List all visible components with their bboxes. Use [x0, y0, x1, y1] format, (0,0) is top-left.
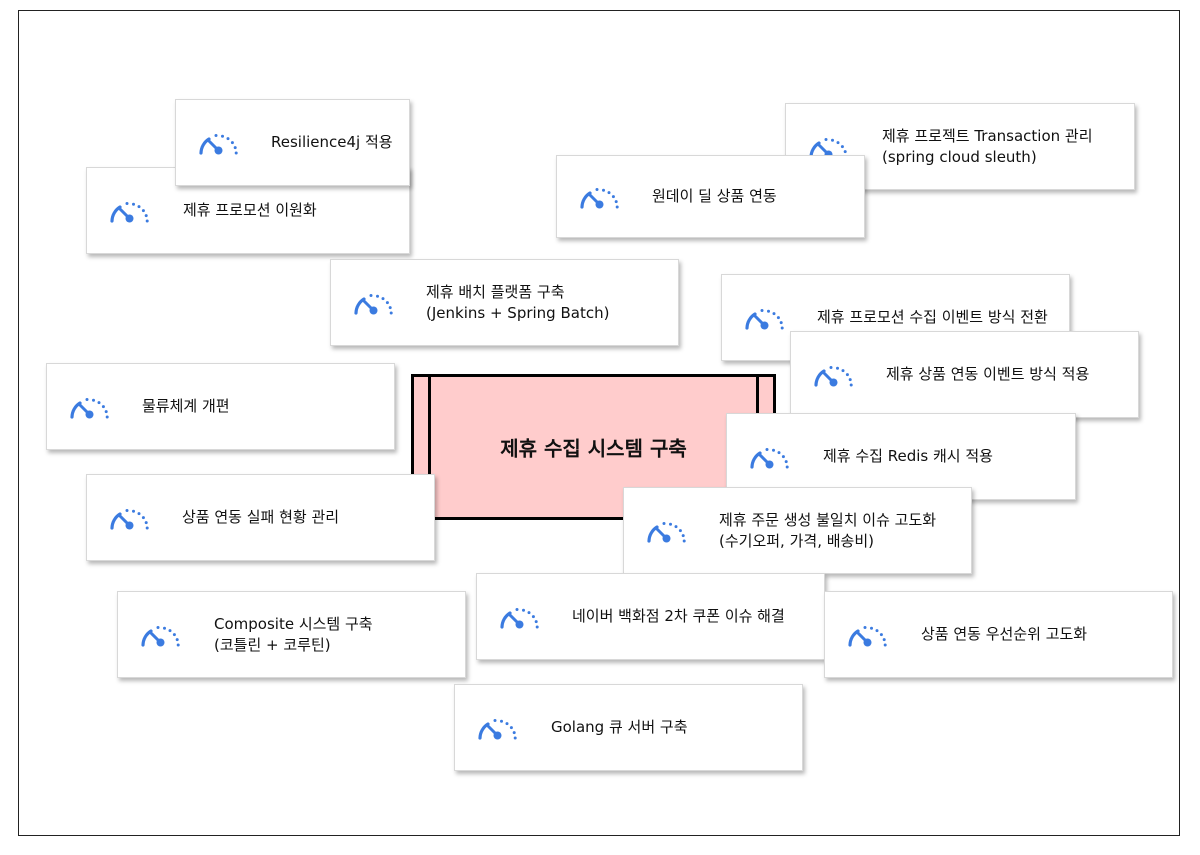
card-label: 상품 연동 실패 현황 관리: [182, 508, 340, 526]
speedometer-icon: [70, 397, 109, 419]
speedometer-icon: [750, 447, 789, 469]
card-product-event: 제휴 상품 연동 이벤트 방식 적용: [790, 331, 1139, 418]
card-label: 제휴 프로젝트 Transaction 관리 (spring cloud sle…: [882, 126, 1093, 166]
card-label: 제휴 프로모션 수집 이벤트 방식 전환: [817, 308, 1048, 326]
card-composite: Composite 시스템 구축 (코틀린 + 코루틴): [117, 591, 466, 678]
card-label: 상품 연동 우선순위 고도화: [921, 625, 1088, 643]
speedometer-icon: [141, 625, 180, 647]
speedometer-icon: [110, 508, 149, 530]
card-redis-cache: 제휴 수집 Redis 캐시 적용: [726, 413, 1076, 500]
card-label: 원데이 딜 상품 연동: [652, 187, 777, 205]
speedometer-icon: [500, 607, 539, 629]
card-resilience4j: Resilience4j 적용: [175, 99, 410, 186]
speedometer-icon: [647, 521, 686, 543]
box-inner-border-left: [428, 377, 431, 517]
card-naver-coupon: 네이버 백화점 2차 쿠폰 이슈 해결: [476, 573, 825, 660]
speedometer-icon: [745, 308, 784, 330]
speedometer-icon: [199, 133, 238, 155]
card-sync-failure: 상품 연동 실패 현황 관리: [86, 474, 435, 561]
card-label: Composite 시스템 구축 (코틀린 + 코루틴): [214, 614, 373, 654]
card-priority: 상품 연동 우선순위 고도화: [824, 591, 1173, 678]
speedometer-icon: [580, 187, 619, 209]
card-golang-queue: Golang 큐 서버 구축: [454, 684, 803, 771]
card-label: Resilience4j 적용: [271, 133, 393, 151]
card-label: 제휴 배치 플랫폼 구축 (Jenkins + Spring Batch): [426, 282, 610, 322]
card-logistics: 물류체계 개편: [46, 363, 395, 450]
speedometer-icon: [814, 365, 853, 387]
card-order-mismatch: 제휴 주문 생성 불일치 이슈 고도화 (수기오퍼, 가격, 배송비): [623, 487, 972, 574]
card-label: 물류체계 개편: [142, 397, 230, 415]
card-oneday-deal: 원데이 딜 상품 연동: [556, 155, 865, 238]
speedometer-icon: [848, 625, 887, 647]
card-batch-platform: 제휴 배치 플랫폼 구축 (Jenkins + Spring Batch): [330, 259, 679, 346]
card-label: Golang 큐 서버 구축: [551, 718, 688, 736]
card-label: 네이버 백화점 2차 쿠폰 이슈 해결: [572, 607, 785, 625]
card-label: 제휴 상품 연동 이벤트 방식 적용: [886, 365, 1090, 383]
speedometer-icon: [110, 201, 149, 223]
central-topic-box: 제휴 수집 시스템 구축: [411, 374, 776, 520]
card-label: 제휴 프로모션 이원화: [183, 201, 317, 219]
card-label: 제휴 수집 Redis 캐시 적용: [823, 447, 993, 465]
speedometer-icon: [478, 718, 517, 740]
speedometer-icon: [354, 293, 393, 315]
card-label: 제휴 주문 생성 불일치 이슈 고도화 (수기오퍼, 가격, 배송비): [719, 510, 937, 550]
central-topic-title: 제휴 수집 시스템 구축: [500, 436, 687, 461]
